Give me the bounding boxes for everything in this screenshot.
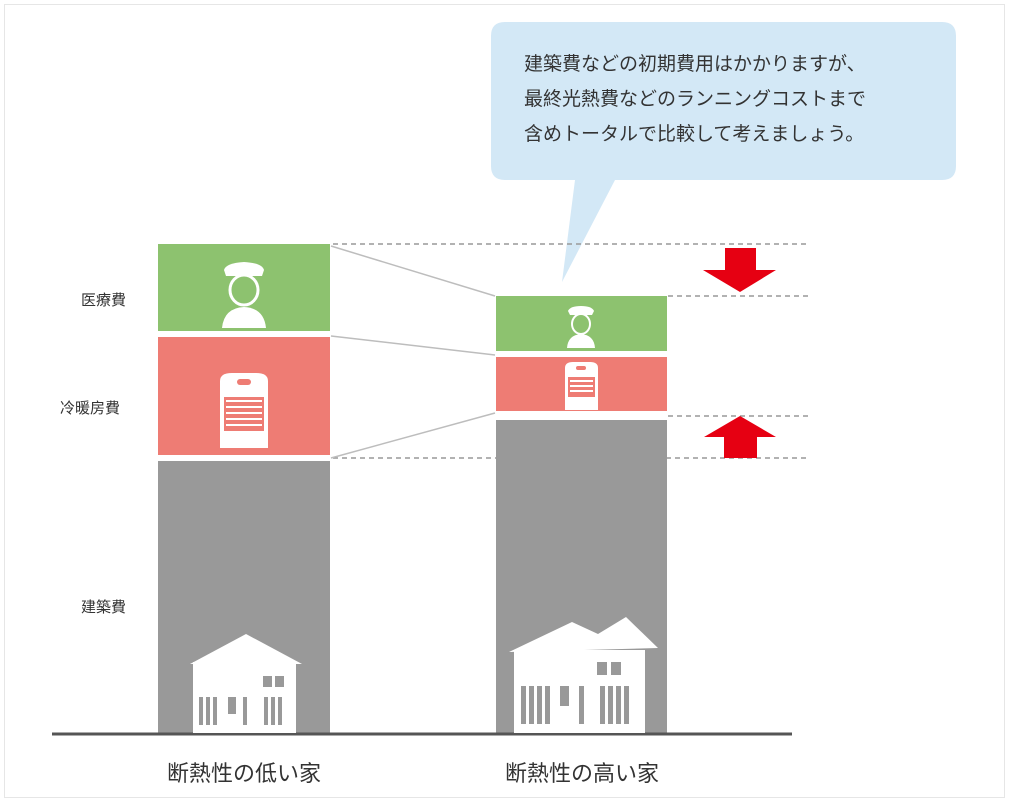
bubble-line: 含めトータルで比較して考えましょう。 — [524, 123, 865, 145]
heater-icon — [565, 362, 598, 410]
label-medical: 医療費 — [81, 291, 127, 309]
doctor-icon — [567, 306, 595, 348]
label-construction: 建築費 — [81, 598, 127, 616]
speech-bubble-text: 建築費などの初期費用はかかりますが、 最終光熱費などのランニングコストまで 含め… — [524, 47, 944, 152]
label-low-insulation-house: 断熱性の低い家 — [166, 762, 321, 787]
heater-icon — [220, 373, 268, 448]
bubble-line: 建築費などの初期費用はかかりますが、 — [524, 53, 866, 75]
doctor-icon — [222, 262, 266, 328]
connector-lines — [330, 245, 496, 459]
frame-border — [4, 4, 1005, 798]
bubble-line: 最終光熱費などのランニングコストまで — [524, 88, 867, 110]
arrow-down-icon — [703, 248, 776, 292]
speech-bubble — [491, 22, 956, 282]
arrow-up-icon — [704, 416, 776, 458]
label-high-insulation-house: 断熱性の高い家 — [504, 762, 659, 787]
house-icon — [190, 634, 302, 733]
label-heating: 冷暖房費 — [60, 399, 121, 417]
house-icon — [509, 617, 658, 733]
